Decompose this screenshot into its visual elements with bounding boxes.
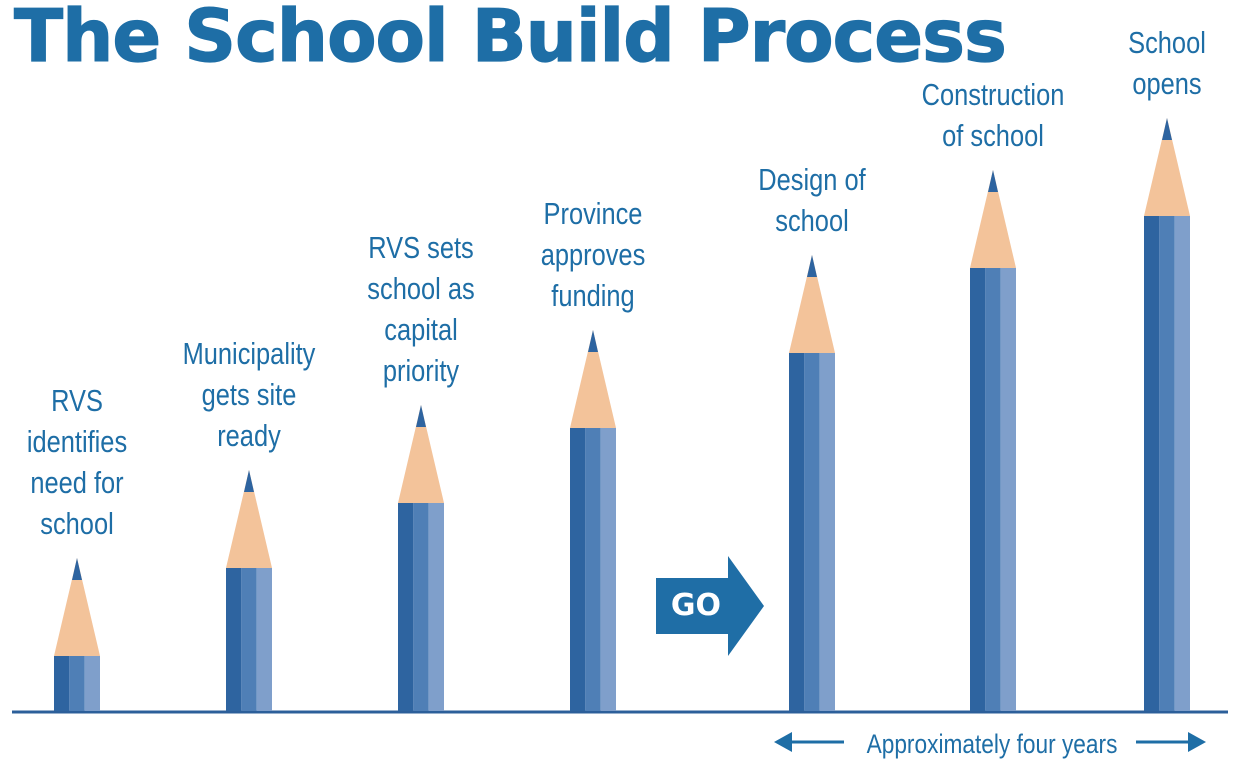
pencil-wood-cone bbox=[570, 330, 616, 428]
duration-label: Approximately four years bbox=[866, 729, 1118, 759]
pencil-wood-cone bbox=[1144, 118, 1190, 216]
pencil-body-dark bbox=[54, 656, 70, 711]
pencil-body-mid bbox=[241, 568, 257, 711]
pencil-wood-cone bbox=[789, 255, 835, 353]
step-label-line: Design of bbox=[758, 162, 866, 197]
step-label-line: opens bbox=[1132, 66, 1202, 101]
pencil-body-light bbox=[819, 353, 835, 711]
step-label-line: funding bbox=[551, 278, 635, 313]
step-label-line: need for bbox=[30, 465, 124, 500]
duration-arrow-icon bbox=[774, 732, 1206, 752]
step-label-line: Municipality bbox=[182, 336, 316, 371]
pencil-body-dark bbox=[398, 503, 414, 711]
pencil-body-mid bbox=[804, 353, 820, 711]
step-label-line: RVS sets bbox=[368, 230, 474, 265]
pencil-1 bbox=[54, 558, 100, 711]
step-label-line: priority bbox=[382, 353, 460, 388]
pencil-body-light bbox=[1000, 268, 1016, 711]
step-label-line: RVS bbox=[51, 383, 103, 418]
pencil-body-dark bbox=[226, 568, 242, 711]
step-label-line: approves bbox=[540, 237, 646, 272]
step-label-line: Province bbox=[543, 196, 643, 231]
pencil-body-light bbox=[428, 503, 444, 711]
pencil-body-light bbox=[256, 568, 272, 711]
pencil-3 bbox=[398, 405, 444, 711]
step-label-line: school bbox=[775, 203, 849, 238]
step-label-2: Municipality gets site ready bbox=[159, 333, 339, 456]
step-label-line: ready bbox=[217, 418, 281, 453]
step-label-line: School bbox=[1128, 25, 1206, 60]
step-label-7: School opens bbox=[1077, 22, 1240, 104]
pencil-body-dark bbox=[1144, 216, 1160, 711]
step-label-5: Design of school bbox=[722, 159, 902, 241]
pencil-lead-tip bbox=[1162, 118, 1172, 140]
pencil-2 bbox=[226, 470, 272, 711]
pencil-7 bbox=[1144, 118, 1190, 711]
pencil-body-mid bbox=[413, 503, 429, 711]
pencil-body-mid bbox=[69, 656, 85, 711]
pencil-lead-tip bbox=[72, 558, 82, 580]
pencil-wood-cone bbox=[970, 170, 1016, 268]
pencil-body-light bbox=[84, 656, 100, 711]
go-arrow-icon bbox=[656, 556, 764, 656]
pencil-wood-cone bbox=[226, 470, 272, 568]
step-label-3: RVS sets school as capital priority bbox=[331, 227, 511, 391]
page-title: The School Build Process bbox=[13, 0, 1007, 79]
step-label-line: school as bbox=[367, 271, 475, 306]
pencil-body-light bbox=[1174, 216, 1190, 711]
pencil-body-mid bbox=[1159, 216, 1175, 711]
pencil-body-light bbox=[600, 428, 616, 711]
pencil-body-dark bbox=[970, 268, 986, 711]
pencil-4 bbox=[570, 330, 616, 711]
step-label-6: Construction of school bbox=[903, 74, 1083, 156]
pencil-body-dark bbox=[570, 428, 586, 711]
pencil-lead-tip bbox=[588, 330, 598, 352]
pencil-body-mid bbox=[985, 268, 1001, 711]
step-label-line: capital bbox=[384, 312, 458, 347]
step-label-line: school bbox=[40, 506, 114, 541]
pencil-lead-tip bbox=[244, 470, 254, 492]
step-label-1: RVS identifies need for school bbox=[0, 380, 167, 544]
step-label-4: Province approves funding bbox=[503, 193, 683, 316]
pencil-lead-tip bbox=[416, 405, 426, 427]
pencil-body-mid bbox=[585, 428, 601, 711]
pencil-lead-tip bbox=[807, 255, 817, 277]
pencil-6 bbox=[970, 170, 1016, 711]
step-label-line: Construction bbox=[921, 77, 1065, 112]
pencil-body-dark bbox=[789, 353, 805, 711]
pencil-5 bbox=[789, 255, 835, 711]
go-label: GO bbox=[670, 588, 722, 623]
pencil-wood-cone bbox=[54, 558, 100, 656]
step-label-line: of school bbox=[942, 118, 1044, 153]
pencil-lead-tip bbox=[988, 170, 998, 192]
step-label-line: gets site bbox=[201, 377, 297, 412]
step-label-line: identifies bbox=[26, 424, 128, 459]
pencil-wood-cone bbox=[398, 405, 444, 503]
